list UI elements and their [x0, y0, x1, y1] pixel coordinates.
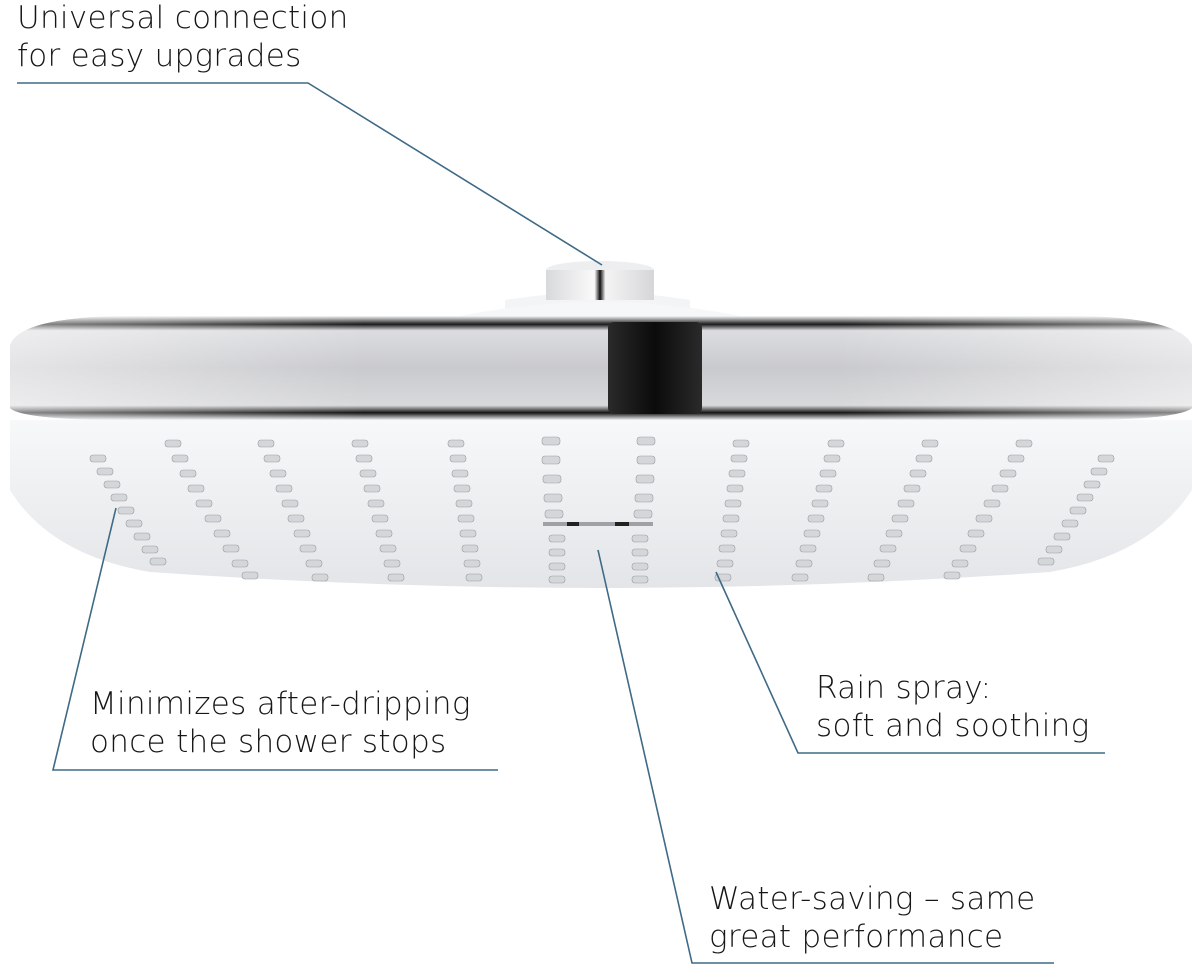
callout-universal-connection: Universal connection for easy upgrades	[17, 0, 349, 75]
chrome-frame	[10, 316, 1192, 420]
leader-lines	[17, 82, 1105, 964]
callout-water-saving: Water-saving – same great performance	[709, 880, 1036, 956]
callout-line: Universal connection	[17, 0, 349, 36]
leader-line-universal-connection	[17, 82, 603, 266]
callout-line: Water-saving – same	[709, 881, 1036, 917]
callout-line: great performance	[709, 919, 1004, 955]
leader-line-water-saving	[597, 549, 1054, 964]
callout-line: for easy upgrades	[17, 38, 302, 74]
callout-line: Rain spray:	[816, 670, 992, 706]
leader-line-after-dripping	[51, 507, 498, 771]
callout-line: Minimizes after-dripping	[90, 686, 471, 722]
leader-line-rain-spray	[715, 571, 1105, 754]
callout-line: once the shower stops	[90, 724, 447, 760]
nozzle-rows	[89, 436, 1115, 584]
callout-line: soft and soothing	[816, 708, 1090, 744]
callout-rain-spray: Rain spray: soft and soothing	[816, 669, 1090, 745]
callout-after-dripping: Minimizes after-dripping once the shower…	[90, 685, 471, 761]
brand-logo-mark	[543, 522, 653, 526]
shower-arm-connector	[460, 261, 740, 316]
